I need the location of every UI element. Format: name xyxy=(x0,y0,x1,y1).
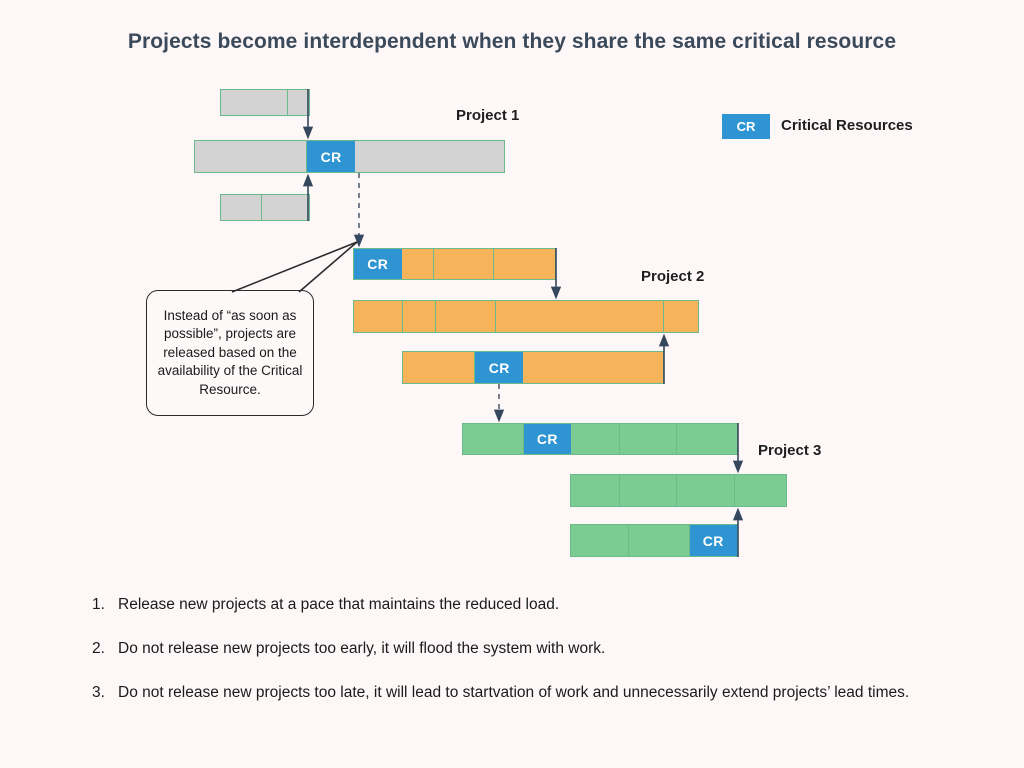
project1-bar-top xyxy=(220,89,310,116)
project2-bar-middle-segment xyxy=(354,301,403,332)
project1-bar-middle: CR xyxy=(194,140,505,173)
project1-bar-top-segment xyxy=(221,90,288,115)
project1-bar-middle-cr-block: CR xyxy=(307,141,355,172)
project3-bar-top-segment xyxy=(619,424,678,454)
project2-bar-top-segment xyxy=(401,249,435,279)
project2-bar-bottom-cr-block: CR xyxy=(475,352,524,383)
project2-bar-top-segment xyxy=(493,249,555,279)
bullet-number: 3. xyxy=(92,684,105,701)
bullet-text: Do not release new projects too early, i… xyxy=(118,640,606,657)
project2-bar-top-segment xyxy=(434,249,494,279)
bullet-number: 2. xyxy=(92,640,105,657)
bullet-item: 3. Do not release new projects too late, … xyxy=(92,682,972,703)
project2-bar-middle-segment xyxy=(435,301,497,332)
project-2-label: Project 2 xyxy=(641,268,705,285)
project3-bar-middle-segment xyxy=(619,475,678,506)
bullet-item: 2. Do not release new projects too early,… xyxy=(92,638,972,659)
bullet-number: 1. xyxy=(92,596,105,613)
bullet-text: Do not release new projects too late, it… xyxy=(118,684,910,701)
project2-bar-bottom-segment xyxy=(403,352,476,383)
callout-box: Instead of “as soon as possible”, projec… xyxy=(146,290,314,416)
project3-bar-top-segment xyxy=(677,424,737,454)
project-1-label: Project 1 xyxy=(456,107,520,124)
project3-bar-bottom: CR xyxy=(570,524,738,557)
project2-bar-top-cr-block: CR xyxy=(354,249,402,279)
legend-cr-swatch: CR xyxy=(722,114,770,139)
callout-pointer-lower xyxy=(298,241,358,293)
project1-bar-middle-segment xyxy=(354,141,504,172)
callout-text: Instead of “as soon as possible”, projec… xyxy=(157,307,303,397)
page-title: Projects become interdependent when they… xyxy=(127,30,897,53)
bullet-item: 1. Release new projects at a pace that ma… xyxy=(92,594,972,615)
project2-bar-middle-segment xyxy=(496,301,665,332)
project1-bar-bottom xyxy=(220,194,310,221)
legend-cr-label: Critical Resources xyxy=(781,117,913,134)
project3-bar-top-segment xyxy=(463,424,524,454)
bullet-list: 1. Release new projects at a pace that ma… xyxy=(92,594,972,726)
project2-bar-middle-segment xyxy=(664,301,698,332)
bullet-text: Release new projects at a pace that main… xyxy=(118,596,560,613)
callout-pointer-upper xyxy=(231,241,358,293)
project3-bar-top: CR xyxy=(462,423,738,455)
project3-bar-middle xyxy=(570,474,787,507)
project1-bar-top-segment xyxy=(287,90,309,115)
project3-bar-middle-segment xyxy=(735,475,786,506)
project2-bar-bottom: CR xyxy=(402,351,664,384)
project3-bar-middle-segment xyxy=(677,475,736,506)
project3-bar-top-cr-block: CR xyxy=(523,424,572,454)
project2-bar-top: CR xyxy=(353,248,556,280)
project1-bar-bottom-segment xyxy=(262,195,309,220)
project-3-label: Project 3 xyxy=(758,442,822,459)
project2-bar-bottom-segment xyxy=(523,352,663,383)
project3-bar-top-segment xyxy=(571,424,620,454)
project3-bar-bottom-segment xyxy=(571,525,630,556)
project1-bar-bottom-segment xyxy=(221,195,263,220)
project2-bar-middle-segment xyxy=(402,301,436,332)
project2-bar-middle xyxy=(353,300,699,333)
project3-bar-middle-segment xyxy=(571,475,620,506)
project1-bar-middle-segment xyxy=(195,141,308,172)
project3-bar-bottom-cr-block: CR xyxy=(689,525,737,556)
project3-bar-bottom-segment xyxy=(629,525,690,556)
